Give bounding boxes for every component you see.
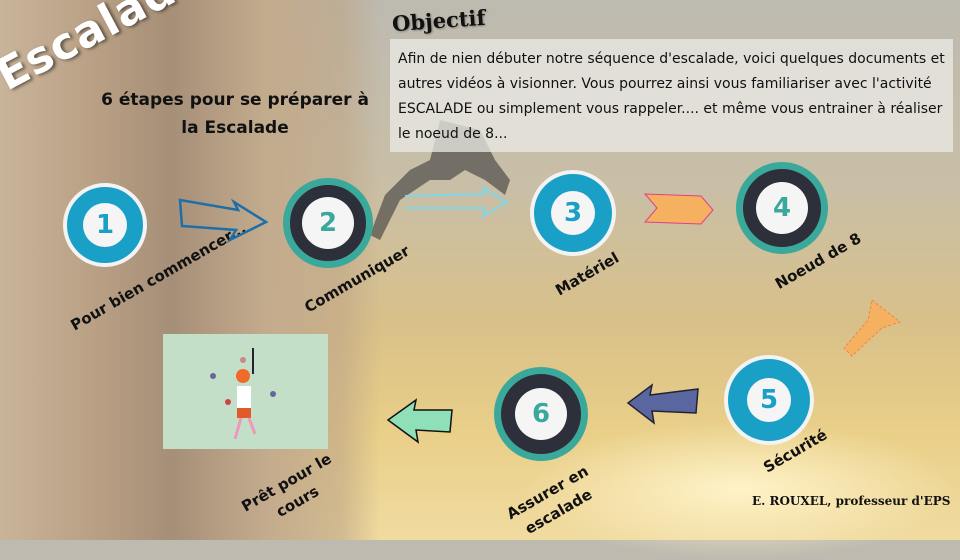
step-6-button[interactable]: 6	[494, 367, 588, 461]
step-4-button[interactable]: 4	[736, 162, 828, 254]
step-1-button[interactable]: 1	[63, 183, 147, 267]
objective-title: Objectif	[391, 4, 487, 37]
step-3-label[interactable]: Matériel	[552, 248, 623, 300]
subtitle: 6 étapes pour se préparer à la Escalade	[101, 90, 369, 138]
rock-background	[0, 0, 380, 540]
author-credit: E. ROUXEL, professeur d'EPS	[752, 494, 951, 508]
sunset-glow	[520, 420, 960, 560]
step-2-button[interactable]: 2	[283, 178, 373, 268]
step-number: 2	[302, 197, 354, 249]
step-number: 6	[515, 388, 567, 440]
arrow-left-icon	[626, 383, 699, 425]
objective-text: Afin de nien débuter notre séquence d'es…	[390, 39, 953, 152]
chevron-arrow-icon	[643, 193, 714, 225]
step-number: 5	[747, 378, 791, 422]
arrow-right-icon	[404, 185, 509, 219]
step-5-button[interactable]: 5	[724, 355, 814, 445]
step-number: 1	[83, 203, 127, 247]
step-number: 4	[756, 182, 808, 234]
climber-illustration[interactable]	[163, 334, 328, 449]
arrow-left-icon	[386, 398, 453, 444]
arrow-down-left-icon	[843, 299, 902, 357]
arrow-right-icon	[178, 198, 269, 244]
step-number: 3	[551, 191, 595, 235]
step-3-button[interactable]: 3	[530, 170, 616, 256]
